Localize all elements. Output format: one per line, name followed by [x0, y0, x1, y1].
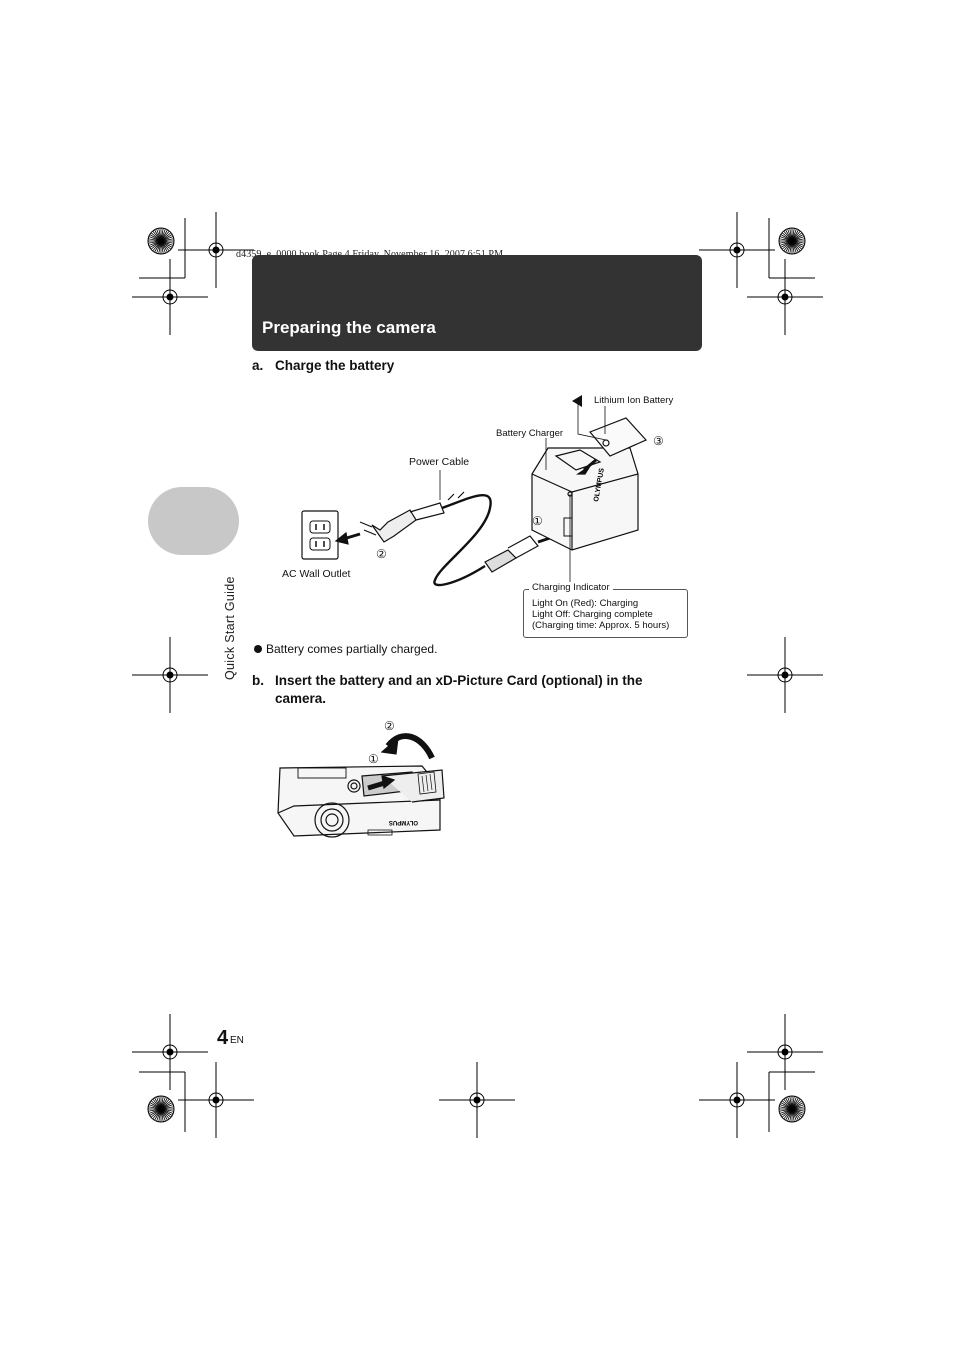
- page-language: EN: [230, 1035, 244, 1046]
- step-b-marker: b.: [252, 673, 264, 688]
- title-bar: [252, 255, 702, 351]
- camera-figure: OLYMPUS: [277, 733, 445, 838]
- label-num-2: ②: [376, 547, 387, 561]
- registration-target-icon: [132, 1014, 208, 1090]
- camera-label-num-2: ②: [384, 719, 395, 733]
- starburst-icon: [778, 227, 806, 255]
- registration-target-icon: [178, 212, 254, 288]
- label-num-1: ①: [532, 514, 543, 528]
- label-power-cable: Power Cable: [409, 456, 470, 468]
- battery-charger: [531, 447, 639, 551]
- charging-indicator-box: Charging Indicator Light On (Red): Charg…: [523, 582, 688, 638]
- step-a-marker: a.: [252, 358, 264, 373]
- arrow-left-icon: [572, 395, 582, 407]
- note: Battery comes partially charged.: [254, 642, 437, 656]
- step-b-heading: b. Insert the battery and an xD-Picture …: [252, 672, 692, 708]
- indicator-line-2: Light Off: Charging complete: [532, 609, 653, 620]
- indicator-line-1: Light On (Red): Charging: [532, 598, 639, 609]
- starburst-icon: [147, 1095, 175, 1123]
- starburst-icon: [778, 1095, 806, 1123]
- bullet-icon: [254, 645, 262, 653]
- label-num-3: ③: [653, 434, 664, 448]
- connector: [484, 549, 517, 573]
- registration-target-icon: [699, 1062, 775, 1138]
- print-header: d4359_e_0000.book Page 4 Friday, Novembe…: [236, 249, 503, 260]
- step-b-text: Insert the battery and an xD-Picture Car…: [275, 673, 643, 706]
- camera-label-num-1: ①: [368, 752, 379, 766]
- camera-brand: OLYMPUS: [389, 819, 418, 825]
- plug: [371, 509, 417, 543]
- registration-target-icon: [699, 212, 775, 288]
- page-title: Preparing the camera: [262, 318, 436, 337]
- label-battery-charger: Battery Charger: [496, 428, 564, 439]
- registration-target-icon: [747, 1014, 823, 1090]
- charging-indicator-heading: Charging Indicator: [529, 582, 613, 593]
- step-a-heading: a. Charge the battery: [252, 358, 394, 373]
- starburst-icon: [147, 227, 175, 255]
- registration-target-icon: [439, 1062, 515, 1138]
- registration-target-icon: [132, 259, 208, 335]
- registration-target-icon: [747, 259, 823, 335]
- registration-target-icon: [747, 637, 823, 713]
- label-lithium-ion-battery: Lithium Ion Battery: [594, 395, 674, 406]
- note-text: Battery comes partially charged.: [266, 642, 438, 656]
- registration-target-icon: [132, 637, 208, 713]
- battery: [589, 417, 648, 457]
- wall-outlet: [301, 510, 339, 560]
- side-tab-label: Quick Start Guide: [223, 576, 237, 680]
- charging-figure: OLYMPUS: [301, 395, 648, 588]
- side-tab: [148, 487, 239, 555]
- step-a-text: Charge the battery: [275, 358, 395, 373]
- registration-target-icon: [178, 1062, 254, 1138]
- indicator-line-3: (Charging time: Approx. 5 hours): [532, 620, 670, 631]
- page-number: 4: [217, 1027, 228, 1049]
- label-ac-wall-outlet: AC Wall Outlet: [282, 568, 351, 580]
